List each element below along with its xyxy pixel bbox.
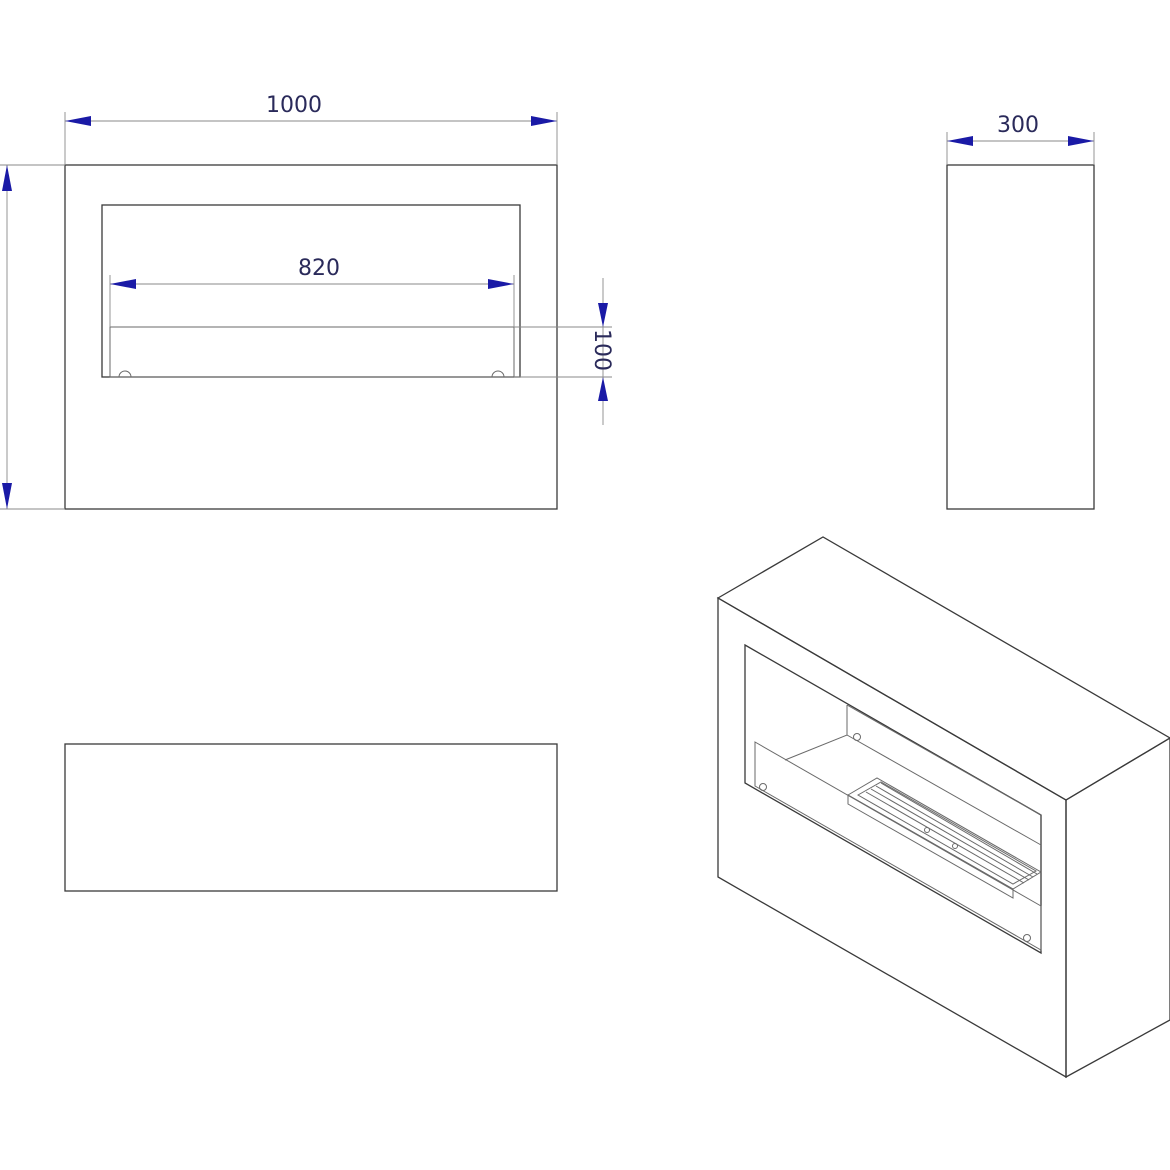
top-view-outline (64, 743, 558, 892)
depth-arrow-left (947, 136, 973, 146)
iso-opening (744, 643, 1042, 955)
iso-glass-panel (754, 741, 1042, 951)
depth-arrow-right (1068, 136, 1094, 146)
depth-dimension-label: 300 (997, 113, 1039, 138)
height-dimension (0, 164, 65, 510)
depth-dimension: 300 (946, 113, 1095, 165)
iso-front-face (717, 596, 1067, 1079)
height-arrow-top (2, 165, 12, 191)
side-view (946, 164, 1095, 510)
iso-clip-left (759, 783, 767, 791)
opening-width-arrow-right (488, 279, 514, 289)
opening-width-dimension: 820 (109, 256, 515, 327)
iso-clip-back (853, 733, 861, 741)
width-dimension: 1000 (64, 93, 558, 165)
front-view-opening (101, 204, 521, 378)
side-view-outline (946, 164, 1095, 510)
iso-burner (847, 777, 1042, 899)
glass-clip-left (118, 370, 132, 378)
width-dimension-label: 1000 (266, 93, 322, 118)
height-arrow-bottom (2, 483, 12, 509)
iso-clip-right (1023, 934, 1031, 942)
glass-clip-right (491, 370, 505, 378)
opening-width-arrow-left (110, 279, 136, 289)
glass-height-dimension: 100 (514, 278, 614, 425)
glass-height-arrow-top (598, 303, 608, 327)
width-arrow-left (65, 116, 91, 126)
opening-width-dimension-label: 820 (298, 256, 340, 281)
top-view (64, 743, 558, 892)
iso-floor (784, 734, 1042, 846)
front-view (64, 164, 558, 510)
iso-top-face (716, 536, 1170, 801)
glass-height-dimension-label: 100 (589, 329, 614, 371)
front-view-outer-frame (64, 164, 558, 510)
glass-height-arrow-bottom (598, 377, 608, 401)
isometric-view (716, 536, 1170, 1079)
width-arrow-right (531, 116, 557, 126)
iso-side-face (1065, 737, 1170, 1079)
front-view-glass-panel (109, 326, 515, 378)
